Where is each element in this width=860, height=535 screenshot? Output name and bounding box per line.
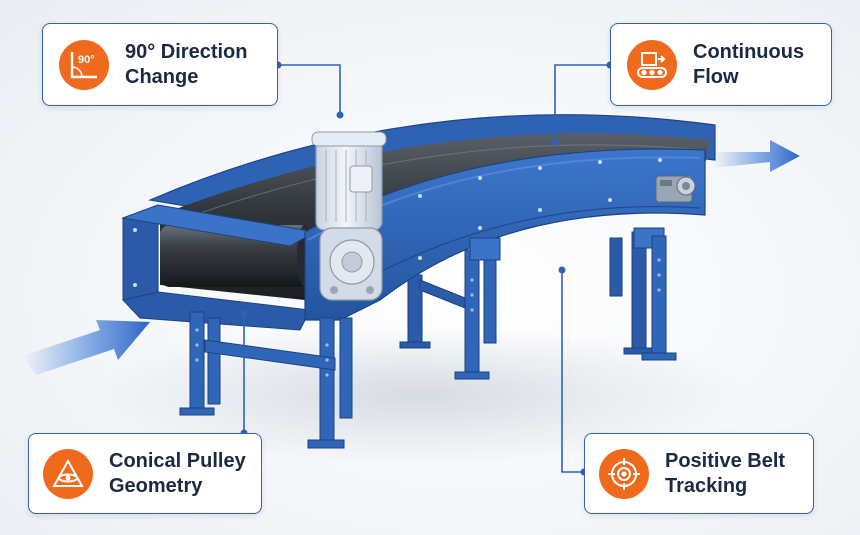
callout-label-direction-change: 90° Direction Change: [125, 40, 248, 88]
callout-conical-pulley: Conical Pulley Geometry: [28, 433, 262, 514]
take-up-tensioner: [655, 175, 696, 203]
cone-pulley-icon: [43, 448, 93, 499]
frame-front-wall: [304, 148, 706, 321]
callout-belt-tracking: Positive Belt Tracking: [584, 433, 814, 514]
leg-holes: [195, 258, 661, 377]
gearbox: [319, 227, 383, 301]
conveyor-box-icon: [627, 39, 677, 90]
frame-bolts: [133, 158, 662, 287]
callout-label-belt-tracking: Positive Belt Tracking: [665, 449, 786, 497]
callout-label-continuous-flow: Continuous Flow: [693, 40, 805, 88]
callout-label-conical-pulley: Conical Pulley Geometry: [109, 449, 246, 497]
right-angle-icon: 90°: [59, 39, 109, 90]
callout-direction-change: 90° 90° Direction Change: [42, 23, 278, 106]
flow-arrow-out: [712, 140, 800, 172]
crosshair-target-icon: [599, 448, 649, 499]
drive-motor: [311, 131, 387, 231]
frame-end-box: [121, 204, 317, 331]
angle-icon-text: 90°: [78, 54, 95, 66]
floor-shadow: [90, 325, 750, 465]
support-legs-front: [179, 227, 677, 449]
flow-arrow-in: [22, 320, 150, 375]
callout-continuous-flow: Continuous Flow: [610, 23, 832, 106]
callout-connectors: [243, 64, 610, 473]
